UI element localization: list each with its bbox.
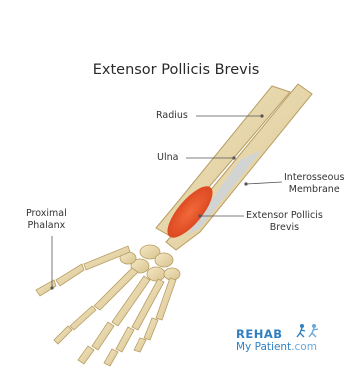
label-extensor-pollicis-brevis: Extensor Pollicis Brevis [246,210,323,234]
logo-line2: My Patient.com [236,341,317,353]
label-ulna: Ulna [157,152,178,164]
label-epb-line2: Brevis [246,222,323,234]
logo-line2-main: My Patient [236,341,291,353]
label-interosseous-line2: Membrane [284,184,344,196]
finger-bones [54,268,176,366]
logo-line2-domain: .com [291,341,317,353]
label-phalanx-line2: Phalanx [26,220,67,232]
label-epb-line1: Extensor Pollicis [246,210,323,222]
label-radius: Radius [156,110,188,122]
label-interosseous-membrane: Interosseous Membrane [284,172,344,196]
interosseous-leader-line [246,182,282,184]
running-figures-icon [296,323,324,339]
label-interosseous-line1: Interosseous [284,172,344,184]
label-proximal-phalanx: Proximal Phalanx [26,208,67,232]
label-phalanx-line1: Proximal [26,208,67,220]
rehab-my-patient-logo: REHAB My Patient.com [236,327,317,353]
